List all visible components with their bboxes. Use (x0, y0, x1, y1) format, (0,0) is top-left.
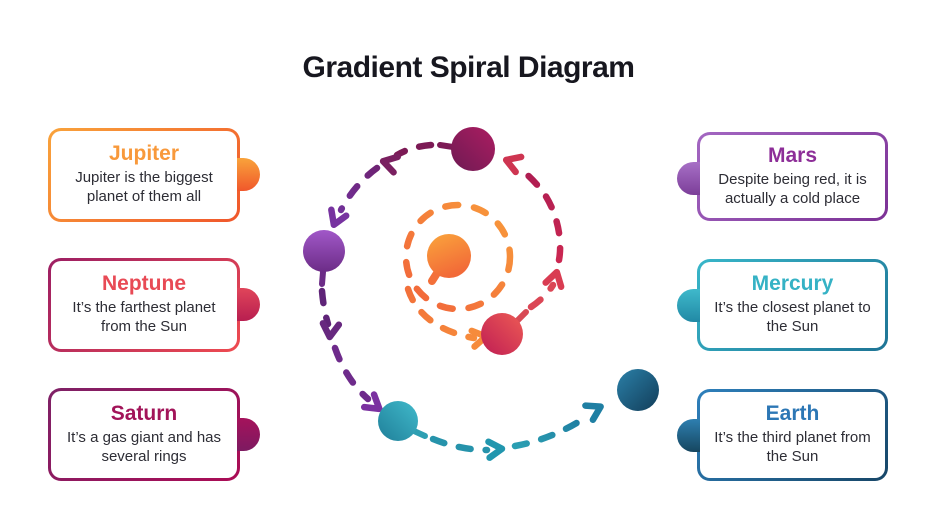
spiral-segment-orange (404, 285, 490, 350)
card-saturn-body: It’s a gas giant and has several rings (67, 428, 221, 465)
card-mars-tab (677, 162, 700, 195)
card-mars-title: Mars (767, 143, 818, 167)
card-neptune: Neptune It’s the farthest planet from th… (48, 258, 260, 352)
card-mars: Mars Despite being red, it is actually a… (677, 132, 888, 221)
saturn-dot (437, 127, 495, 171)
card-saturn-tab (237, 418, 260, 451)
inner-orbit-ring (402, 201, 514, 313)
mercury-dot (378, 401, 428, 441)
card-mercury-title: Mercury (751, 272, 834, 296)
jupiter-dot (427, 234, 471, 285)
card-jupiter-title: Jupiter (108, 142, 179, 166)
card-saturn-title: Saturn (110, 401, 178, 425)
card-jupiter-body: Jupiter is the biggest planet of them al… (75, 169, 213, 205)
card-neptune-tab (237, 288, 260, 321)
card-earth-tab (677, 419, 700, 452)
spiral-diagram (303, 127, 659, 461)
card-mercury-tab (677, 289, 700, 322)
spiral-segment-purple (318, 287, 383, 413)
card-earth-title: Earth (765, 402, 820, 426)
neptune-dot (481, 309, 529, 355)
card-earth-body: It’s the third planet from the Sun (714, 429, 871, 465)
card-mars-body: Despite being red, it is actually a cold… (718, 170, 867, 207)
spiral-segment-red (502, 153, 565, 311)
card-jupiter: Jupiter Jupiter is the biggest planet of… (48, 128, 260, 222)
card-mercury-body: It’s the closest planet to the Sun (714, 299, 871, 335)
page-title: Gradient Spiral Diagram (302, 51, 635, 84)
spiral-segment-maroon-purple (328, 141, 435, 229)
earth-dot (617, 369, 659, 411)
card-neptune-title: Neptune (102, 272, 186, 296)
spiral-segment-teal (429, 402, 604, 461)
card-jupiter-tab (237, 158, 260, 191)
card-neptune-body: It’s the farthest planet from the Sun (72, 299, 216, 335)
card-mercury: Mercury It’s the closest planet to the S… (677, 259, 888, 351)
mars-dot (303, 230, 345, 287)
card-earth: Earth It’s the third planet from the Sun (677, 389, 888, 481)
card-saturn: Saturn It’s a gas giant and has several … (48, 388, 260, 481)
